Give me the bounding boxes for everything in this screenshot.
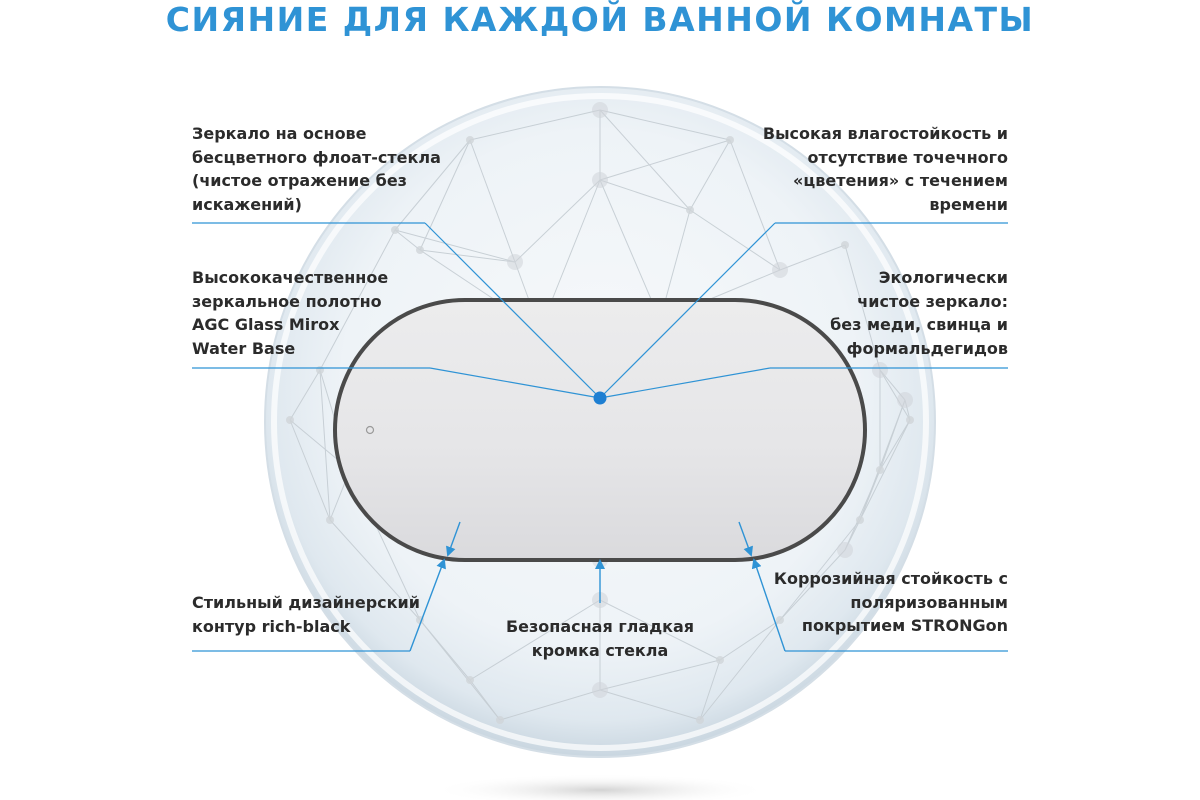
mesh-node xyxy=(772,262,788,278)
mesh-node xyxy=(592,682,608,698)
mesh-node xyxy=(466,676,474,684)
touch-sensor-icon xyxy=(365,425,375,435)
mesh-line xyxy=(289,419,331,521)
mesh-line xyxy=(419,619,501,721)
arrow-contour xyxy=(409,558,446,652)
mesh-line xyxy=(469,599,601,681)
label-corrosion: Коррозийная стойкость с поляризованным п… xyxy=(773,569,1008,635)
mesh-line xyxy=(394,139,471,231)
mesh-node xyxy=(726,136,734,144)
label-contour: Стильный дизайнерский контур rich-black xyxy=(192,593,420,636)
mesh-line xyxy=(329,519,421,621)
mesh-node xyxy=(906,416,914,424)
mesh-line xyxy=(469,139,516,263)
mesh-line xyxy=(879,419,911,471)
mesh-line xyxy=(844,244,881,371)
leader-eco xyxy=(599,367,771,399)
arrow-contour-inner xyxy=(446,521,461,557)
mesh-node xyxy=(496,716,504,724)
mesh-line xyxy=(719,619,781,661)
mesh-node xyxy=(326,516,334,524)
label-float-glass: Зеркало на основе бесцветного флоат-стек… xyxy=(192,124,441,214)
mesh-node xyxy=(391,226,399,234)
mesh-node xyxy=(696,716,704,724)
mesh-line xyxy=(779,519,861,621)
leader-float-glass xyxy=(424,222,601,399)
mesh-line xyxy=(599,109,731,141)
mesh-line xyxy=(599,109,691,211)
mesh-node xyxy=(592,102,608,118)
mesh-line xyxy=(779,549,846,621)
page-title: СИЯНИЕ ДЛЯ КАЖДОЙ ВАННОЙ КОМНАТЫ xyxy=(165,0,1035,39)
mesh-line xyxy=(394,229,516,263)
network-mesh xyxy=(289,109,911,721)
mesh-line xyxy=(514,179,601,263)
mesh-line xyxy=(689,139,731,211)
mesh-line xyxy=(689,209,781,271)
leader-agc-glass xyxy=(429,367,601,399)
center-dot xyxy=(593,391,607,405)
label-agc-glass: Высококачественное зеркальное полотно AG… xyxy=(192,268,389,358)
mesh-line xyxy=(879,369,911,421)
mesh-line xyxy=(779,244,846,271)
mesh-line xyxy=(599,139,731,181)
label-edge: Безопасная гладкая кромка стекла xyxy=(505,617,695,660)
mesh-node xyxy=(592,172,608,188)
arrow-corrosion-inner xyxy=(738,521,753,557)
label-eco: Экологически чистое зеркало: без меди, с… xyxy=(830,268,1008,358)
mesh-node xyxy=(686,206,694,214)
mesh-line xyxy=(699,619,781,721)
mesh-node xyxy=(856,516,864,524)
mesh-line xyxy=(859,419,911,521)
mesh-node xyxy=(416,246,424,254)
mesh-node xyxy=(876,466,884,474)
leader-moisture xyxy=(599,222,776,399)
sphere-shadow xyxy=(430,774,770,800)
mesh-line xyxy=(844,469,881,551)
sphere-highlight xyxy=(271,93,929,751)
mesh-node xyxy=(872,362,888,378)
mesh-line xyxy=(419,249,516,263)
label-moisture: Высокая влагостойкость и отсутствие точе… xyxy=(762,124,1008,214)
mesh-line xyxy=(469,679,501,721)
mesh-node xyxy=(837,542,853,558)
mesh-line xyxy=(394,229,421,251)
mesh-line xyxy=(699,659,721,721)
mesh-line xyxy=(599,179,661,321)
mesh-line xyxy=(599,599,721,661)
oval-mirror xyxy=(333,298,867,562)
mesh-node xyxy=(841,241,849,249)
mesh-line xyxy=(289,369,321,421)
mesh-line xyxy=(319,229,396,371)
mesh-line xyxy=(469,109,601,141)
mesh-node xyxy=(507,254,523,270)
mesh-line xyxy=(599,659,721,691)
mesh-line xyxy=(729,139,781,271)
mesh-line xyxy=(419,139,471,251)
mesh-node xyxy=(897,392,913,408)
mesh-node xyxy=(716,656,724,664)
mesh-line xyxy=(499,689,601,721)
mesh-line xyxy=(599,689,701,721)
mesh-node xyxy=(776,616,784,624)
arrow-corrosion xyxy=(751,558,786,652)
mesh-line xyxy=(319,369,331,521)
mesh-node xyxy=(316,366,324,374)
mesh-line xyxy=(599,179,691,211)
mesh-node xyxy=(466,136,474,144)
mesh-node xyxy=(286,416,294,424)
